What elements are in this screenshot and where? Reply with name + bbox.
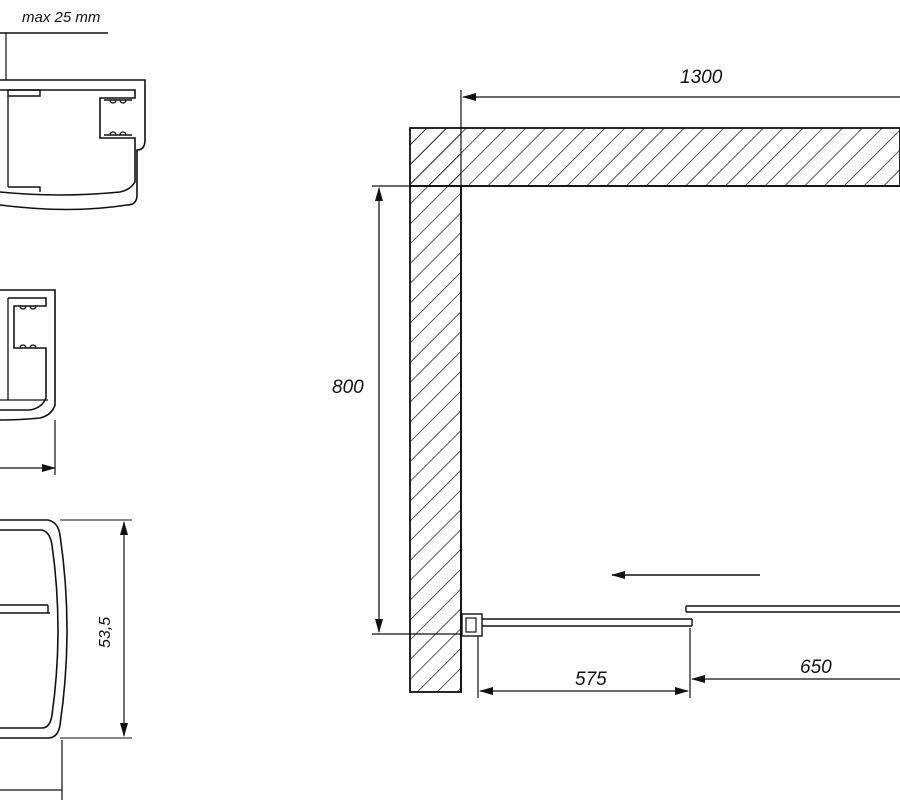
fixed-glass-panel <box>461 613 693 637</box>
width-label: 1300 <box>680 67 723 88</box>
wall-profile-section <box>0 79 146 211</box>
depth-dimension: 800 <box>332 185 461 635</box>
max-adjustment-label: max 25 mm <box>22 9 100 26</box>
hatched-wall-top <box>409 127 900 187</box>
hatched-wall-left <box>409 128 462 693</box>
depth-label: 800 <box>332 377 364 398</box>
max-adjustment-annotation: max 25 mm <box>0 9 108 80</box>
door-label: 650 <box>800 657 832 678</box>
connector-profile-section <box>0 289 56 475</box>
plan-view: 1300 800 <box>332 67 900 698</box>
width-dimension: 1300 <box>460 67 900 186</box>
profile-details: max 25 mm <box>0 9 146 800</box>
door-profile-section: 53,5 <box>0 519 132 800</box>
profile-depth-label: 53,5 <box>97 617 114 648</box>
sliding-door-panel <box>685 605 900 613</box>
door-dimension: 650 <box>691 657 900 683</box>
fixed-panel-dimension: 575 <box>477 628 691 698</box>
fixed-panel-label: 575 <box>575 669 607 690</box>
